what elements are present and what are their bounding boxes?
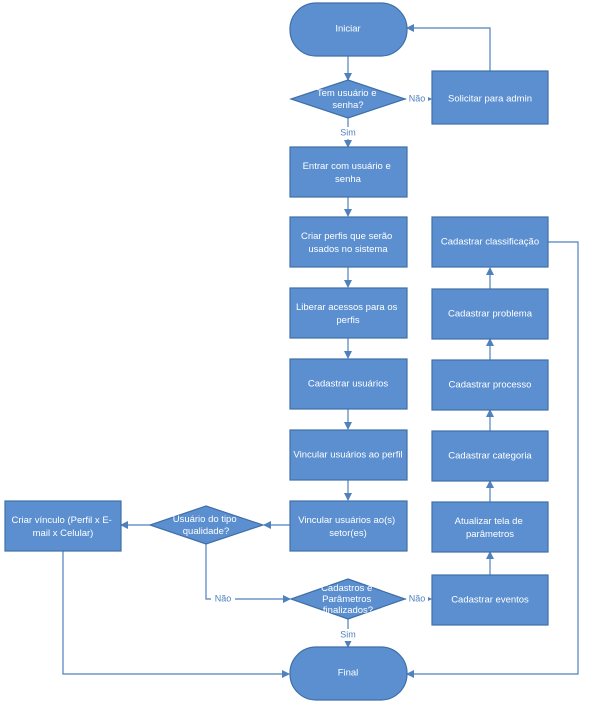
edge-label-qualidade-nao: Não — [215, 593, 232, 603]
node-cadastrar-usuarios-label: Cadastrar usuários — [308, 379, 389, 390]
edge-usuario-qualidade-nao-to-cadastros — [205, 544, 291, 603]
node-usuario-qualidade-label: Usuário do tipo qualidade? — [173, 514, 240, 537]
node-cadastrar-classificacao: Cadastrar classificação — [431, 216, 549, 268]
node-tem-usuario-label: Tem usuário e senha? — [317, 88, 379, 111]
node-cadastrar-problema: Cadastrar problema — [431, 288, 549, 340]
node-tem-usuario: Tem usuário e senha? — [289, 79, 407, 119]
node-cadastrar-categoria-label: Cadastrar categoria — [448, 451, 532, 462]
edge-criar-vinculo-to-final — [62, 550, 290, 678]
node-cadastrar-classificacao-label: Cadastrar classificação — [441, 237, 539, 248]
node-vincular-setor-label: Vincular usuários ao(s) setor(es) — [298, 515, 398, 539]
node-cadastros-finalizados-label: Cadastros e Parâmetros finalizados? — [321, 583, 375, 616]
node-iniciar: Iniciar — [289, 2, 408, 57]
node-vincular-perfil-label: Vincular usuários ao perfil — [293, 450, 402, 461]
node-liberar-label: Liberar acessos para os perfis — [296, 302, 400, 326]
node-atualizar-tela-label: Atualizar tela de parâmetros — [455, 516, 526, 540]
edge-label-cadastros-sim: Sim — [340, 629, 356, 639]
node-cadastrar-usuarios: Cadastrar usuários — [289, 358, 408, 410]
edge-classificacao-to-final — [406, 241, 579, 678]
node-cadastrar-categoria: Cadastrar categoria — [431, 430, 549, 482]
node-cadastros-finalizados: Cadastros e Parâmetros finalizados? — [289, 578, 407, 620]
node-criar-perfis: Criar perfis que serão usados no sistema — [289, 216, 408, 268]
node-liberar: Liberar acessos para os perfis — [289, 287, 408, 339]
edge-solicitar-to-iniciar — [406, 24, 491, 71]
node-iniciar-label: Iniciar — [335, 24, 360, 35]
edge-labels: Não Sim Não Não Sim — [211, 93, 428, 641]
node-usuario-qualidade: Usuário do tipo qualidade? — [148, 505, 265, 545]
node-cadastrar-eventos: Cadastrar eventos — [431, 574, 549, 626]
node-entrar: Entrar com usuário e senha — [289, 146, 408, 198]
node-criar-vinculo-label: Criar vínculo (Perfil x E- mail x Celula… — [12, 515, 115, 539]
node-entrar-label: Entrar com usuário e senha — [303, 161, 394, 185]
node-vincular-perfil: Vincular usuários ao perfil — [289, 429, 408, 481]
edge-label-tem-sim: Sim — [340, 127, 356, 137]
node-final: Final — [289, 646, 408, 701]
node-atualizar-tela: Atualizar tela de parâmetros — [431, 501, 549, 553]
node-cadastrar-problema-label: Cadastrar problema — [448, 309, 533, 320]
node-criar-perfis-label: Criar perfis que serão usados no sistema — [301, 231, 395, 255]
node-criar-vinculo: Criar vínculo (Perfil x E- mail x Celula… — [4, 500, 122, 552]
node-cadastrar-eventos-label: Cadastrar eventos — [451, 595, 529, 606]
edge-label-tem-nao: Não — [409, 93, 426, 103]
node-solicitar: Solicitar para admin — [431, 70, 549, 125]
node-vincular-setor: Vincular usuários ao(s) setor(es) — [289, 500, 408, 552]
node-final-label: Final — [338, 668, 359, 679]
node-cadastrar-processo: Cadastrar processo — [431, 359, 549, 411]
node-cadastrar-processo-label: Cadastrar processo — [449, 380, 532, 391]
node-solicitar-label: Solicitar para admin — [448, 94, 532, 105]
edge-label-cadastros-nao: Não — [409, 593, 426, 603]
